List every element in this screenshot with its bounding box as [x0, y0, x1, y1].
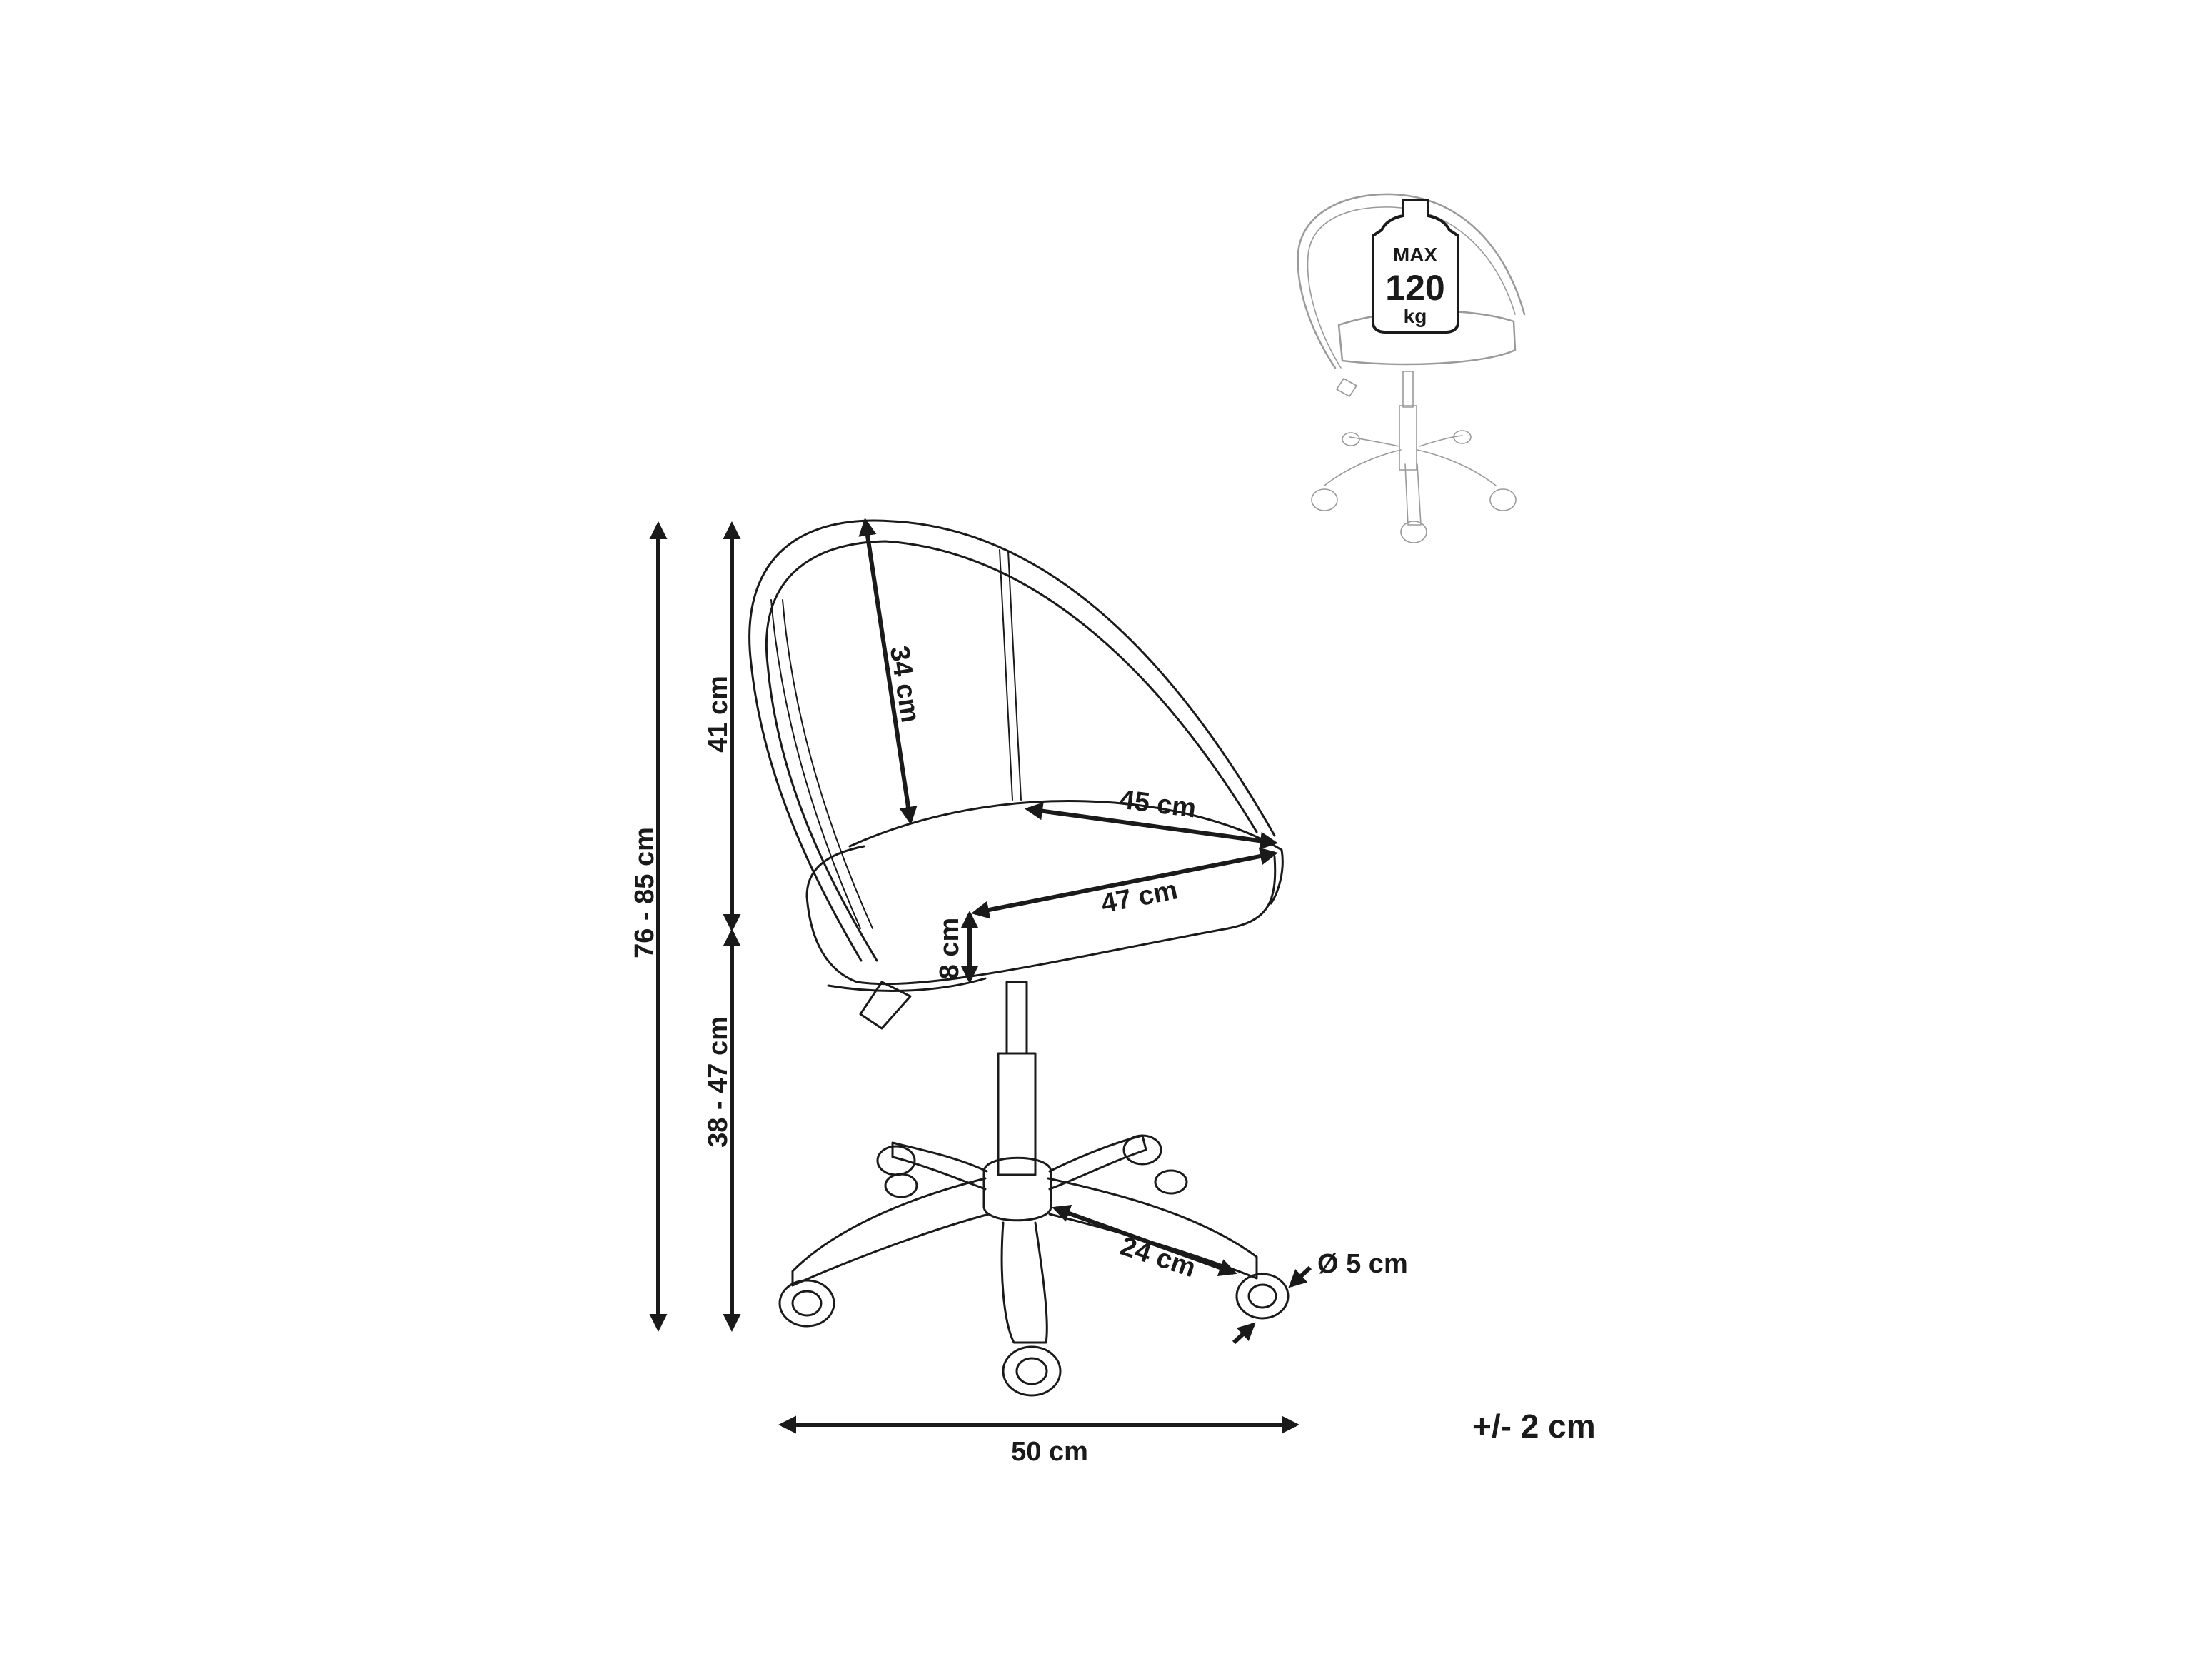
seat-front-width-label: 47 cm — [1099, 875, 1180, 919]
dimension-labels: 76 - 85 cm 41 cm 38 - 47 cm 34 cm 45 cm … — [630, 644, 1596, 1467]
badge-weight-value: 120 — [1385, 268, 1444, 308]
badge-unit-text: kg — [1404, 305, 1427, 327]
seat-back-width-arrow — [1025, 802, 1278, 850]
backrest-inner-label: 34 cm — [884, 644, 925, 725]
backrest-height-label: 41 cm — [703, 676, 733, 753]
seat-thickness-label: 8 cm — [935, 918, 965, 980]
badge-max-text: MAX — [1393, 244, 1438, 266]
caster-wheels — [778, 1134, 1290, 1397]
faded-chair-drawing — [1297, 193, 1526, 543]
wheel-diameter-arrow-top — [1288, 1265, 1312, 1288]
wheel-diameter-label: Ø 5 cm — [1317, 1249, 1408, 1279]
tolerance-label: +/- 2 cm — [1472, 1408, 1596, 1445]
dimension-arrows — [649, 518, 1312, 1434]
seat-front-width-arrow — [971, 847, 1278, 919]
weight-capacity-thumbnail: MAX 120 kg — [1297, 193, 1526, 543]
leg-length-arrow — [1052, 1204, 1237, 1277]
backrest-inner-arrow — [858, 518, 918, 825]
weight-icon: MAX 120 kg — [1372, 199, 1459, 334]
leg-length-label: 24 cm — [1117, 1231, 1199, 1283]
wheel-diameter-arrow-bottom — [1232, 1322, 1256, 1345]
total-height-label: 76 - 85 cm — [630, 827, 660, 958]
base-width-label: 50 cm — [1011, 1437, 1088, 1467]
seat-back-width-label: 45 cm — [1117, 785, 1197, 824]
seat-height-label: 38 - 47 cm — [703, 1016, 733, 1148]
